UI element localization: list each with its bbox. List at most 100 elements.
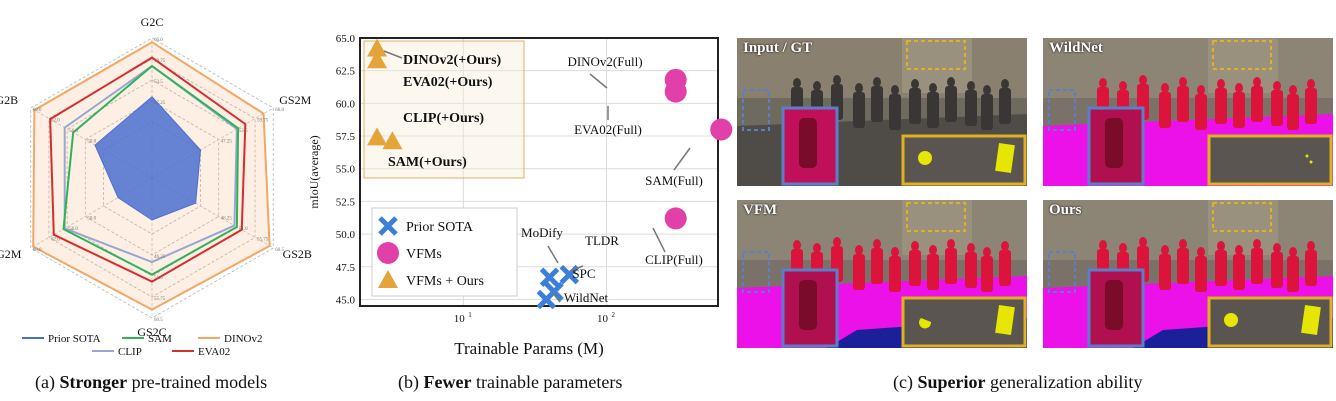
radar-tick-label: 59.75	[154, 59, 166, 64]
pedestrian	[965, 252, 977, 288]
scatter-ytick-label: 60.0	[336, 98, 356, 110]
radar-tick-label: 51.0	[239, 227, 248, 232]
pedestrian	[1307, 241, 1315, 251]
radar-axis-label: GS2C	[137, 325, 166, 339]
pedestrian	[909, 88, 921, 124]
point-clip-full-	[664, 207, 687, 230]
radar-axis-line	[151, 107, 274, 179]
scatter-ylabel: mIoU(average)	[307, 135, 321, 208]
segmentation-label: Ours	[1049, 202, 1082, 218]
sign-board-prediction	[995, 143, 1015, 173]
pedestrian	[927, 254, 939, 290]
inset-pedestrian-shape	[1105, 280, 1123, 330]
pedestrian	[873, 77, 881, 87]
inset-pedestrian-shape	[1105, 118, 1123, 168]
radar-tick-label: 53.5	[154, 80, 163, 85]
pedestrian	[981, 256, 993, 292]
segmentation-tile: Input / GT	[737, 38, 1027, 186]
pedestrian	[967, 243, 975, 253]
sign-board-prediction	[1301, 305, 1321, 335]
radar-tick-label: 66.0	[275, 108, 284, 113]
radar-tick-label: 59.75	[257, 119, 269, 124]
point-clip-ours-	[367, 127, 388, 146]
pedestrian	[1179, 239, 1187, 249]
pedestrian	[981, 94, 993, 130]
pedestrian	[1215, 88, 1227, 124]
point-label-clip-ours-: CLIP(+Ours)	[403, 111, 484, 126]
pedestrian	[1251, 248, 1263, 284]
radar-tick-label: 55.75	[154, 297, 166, 302]
point-wildnet-mark	[536, 289, 557, 310]
point-label-clip-full-: CLIP(Full)	[645, 252, 703, 267]
pedestrian	[1197, 85, 1205, 95]
segmentation-tile: Ours	[1043, 200, 1333, 348]
pedestrian	[855, 83, 863, 93]
pedestrian	[1253, 77, 1261, 87]
scatter-ytick-label: 50.0	[336, 229, 356, 241]
annotation-arrow	[547, 245, 559, 264]
pedestrian	[1233, 92, 1245, 128]
scatter-legend-swatch	[377, 242, 399, 264]
radar-axis-label: G2B	[0, 93, 18, 107]
annotation-arrow	[383, 50, 403, 59]
caption-b: (b) Fewer trainable parameters	[398, 372, 623, 392]
pedestrian	[947, 239, 955, 249]
pedestrian	[1119, 81, 1127, 91]
pedestrian	[929, 83, 937, 93]
ours-highlight-box	[363, 40, 525, 179]
pedestrian	[1305, 88, 1317, 124]
point-dinov2-ours-	[367, 38, 388, 57]
zoom-box-yellow	[906, 202, 966, 232]
pedestrian	[1179, 77, 1187, 87]
zoom-box-blue	[742, 251, 770, 293]
point-modify	[539, 267, 560, 288]
pedestrian	[1159, 254, 1171, 290]
radar-axis-label: G2M	[0, 247, 22, 261]
segmentation-image	[1043, 38, 1333, 186]
radar-legend-label: Prior SOTA	[48, 333, 101, 345]
radar-axis-label: G2C	[141, 15, 164, 29]
pedestrian	[1159, 92, 1171, 128]
point-label-modify: MoDify	[521, 225, 563, 240]
zoom-box-yellow	[1212, 202, 1272, 232]
pedestrian	[929, 245, 937, 255]
point-label-dinov2-ours-: DINOv2(+Ours)	[403, 53, 502, 68]
radar-legend-label: CLIP	[118, 346, 142, 358]
scatter-legend-swatch	[378, 270, 398, 288]
pedestrian	[833, 237, 841, 247]
pedestrian	[1197, 247, 1205, 257]
segmentation-image	[737, 38, 1027, 186]
pedestrian	[1289, 85, 1297, 95]
pedestrian	[983, 247, 991, 257]
radar-axis-label: GS2B	[283, 247, 312, 261]
pedestrian	[911, 79, 919, 89]
radar-axis-line	[151, 177, 274, 249]
scatter-legend-label: VFMs + Ours	[406, 274, 484, 289]
inset-sign	[1207, 134, 1333, 186]
pedestrian	[1235, 83, 1243, 93]
radar-grid-ring	[30, 37, 274, 319]
point-wildnet	[536, 289, 557, 310]
radar-tick-label: 56.0	[69, 227, 78, 232]
pedestrian	[1235, 245, 1243, 255]
scatter-ytick-label: 55.0	[336, 164, 356, 176]
point-sam-full-	[710, 118, 733, 141]
point-label-dinov2-full-: DINOv2(Full)	[567, 54, 642, 69]
point-modify-mark	[539, 267, 560, 288]
radar-legend-label: EVA02	[198, 346, 230, 358]
sign-pole-prediction	[919, 318, 932, 329]
scatter-xtick-exp: 2	[612, 311, 616, 319]
pedestrian	[889, 94, 901, 130]
pedestrian	[927, 92, 939, 128]
pedestrian	[855, 245, 863, 255]
pedestrian	[999, 88, 1011, 124]
pedestrian	[947, 77, 955, 87]
pedestrian	[1195, 256, 1207, 292]
radar-tick-label: 62.0	[51, 119, 60, 124]
pedestrian	[967, 81, 975, 91]
scatter-legend-swatch	[378, 216, 398, 236]
pedestrian	[1177, 86, 1189, 122]
radar-series-clip	[63, 64, 238, 264]
